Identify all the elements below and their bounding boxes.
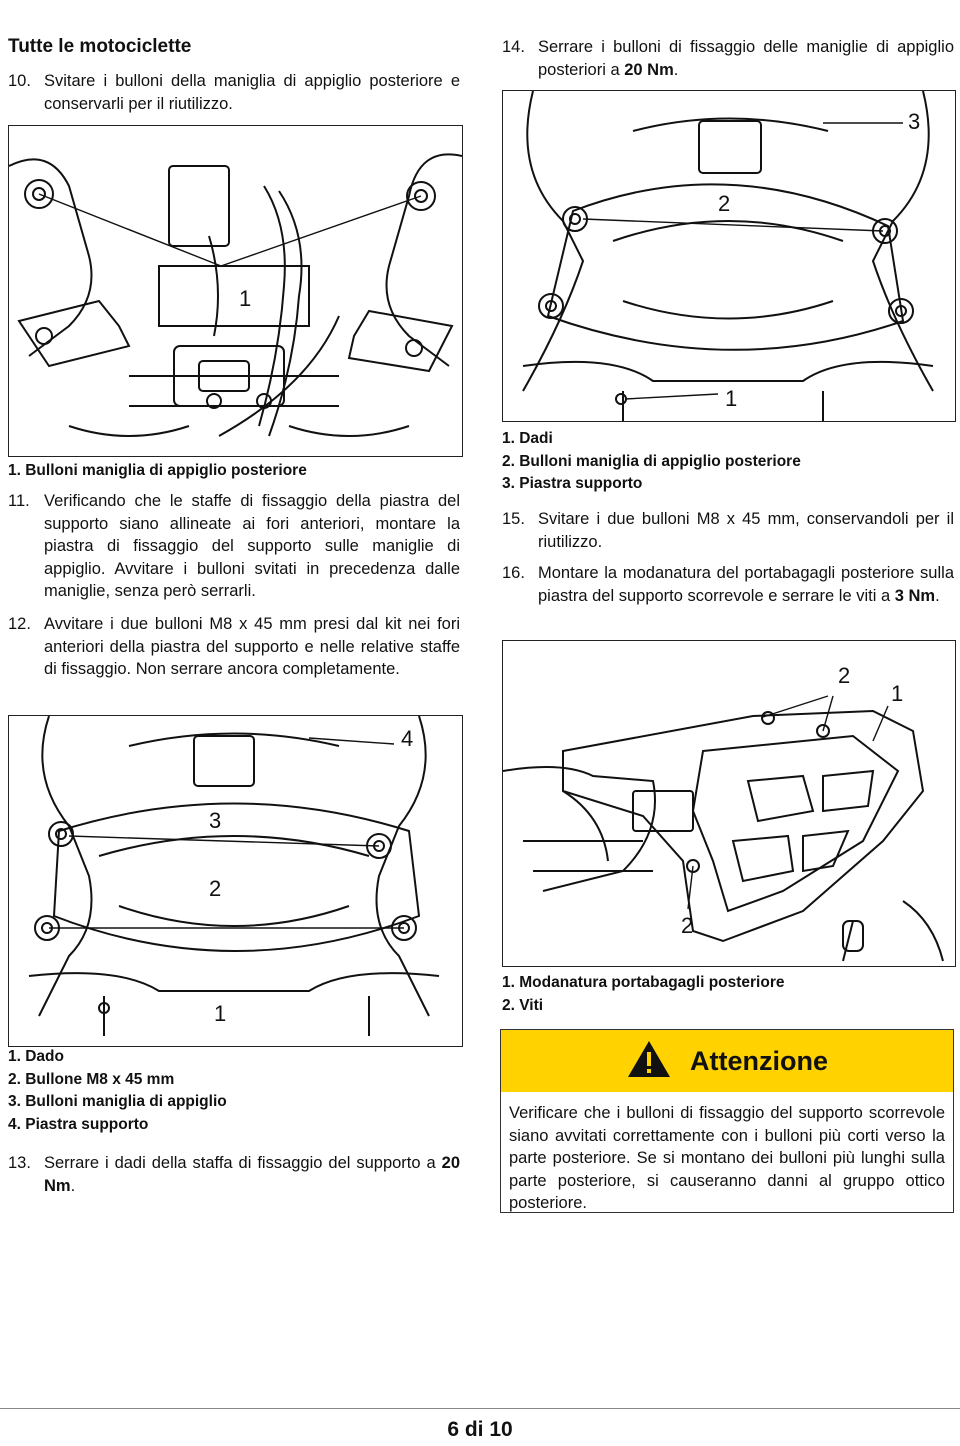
figure-grab-handle-bolts: 1 <box>8 125 463 457</box>
callout-1: 1 <box>239 286 251 311</box>
callout-1: 1 <box>214 1001 226 1026</box>
callout-2: 2 <box>838 663 850 688</box>
caption-line: 2. Viti <box>502 996 544 1014</box>
step-text: Svitare i bulloni della maniglia di appi… <box>44 72 460 113</box>
fig1-caption-1: 1. Bulloni maniglia di appiglio posterio… <box>8 462 307 479</box>
warning-box: Attenzione Verificare che i bulloni di f… <box>500 1029 954 1213</box>
figure-grab-handle-tightening: 3 2 1 <box>502 90 956 422</box>
caption-line: 1. Dadi <box>502 430 553 447</box>
figure-luggage-rack-trim: 2 1 2 <box>502 640 956 967</box>
fig4-captions: 1. Modanatura portabagagli posteriore 2.… <box>502 972 785 1017</box>
step-number: 13. <box>8 1154 31 1172</box>
step-text: Verificando che le staffe di fissaggio d… <box>44 492 460 600</box>
support-plate-illustration: 4 3 2 1 <box>28 716 440 1036</box>
fig3-captions: 1. Dado 2. Bullone M8 x 45 mm 3. Bulloni… <box>8 1046 227 1136</box>
caption-line: 4. Piastra supporto <box>8 1115 149 1133</box>
caption-line: 2. Bulloni maniglia di appiglio posterio… <box>502 452 801 470</box>
step-12: 12. Avvitare i due bulloni M8 x 45 mm pr… <box>8 613 460 681</box>
step-13: 13. Serrare i dadi della staffa di fissa… <box>8 1152 460 1197</box>
caption-line: 1. Dado <box>8 1048 64 1065</box>
motorcycle-frame-illustration: 1 <box>9 153 462 437</box>
warning-header: Attenzione <box>501 1030 953 1092</box>
page-number: 6 di 10 <box>447 1418 513 1441</box>
callout-4: 4 <box>401 726 413 751</box>
torque-value: 20 Nm <box>44 1154 460 1195</box>
step-text: Serrare i dadi della staffa di fissaggio… <box>44 1154 460 1195</box>
callout-1: 1 <box>725 386 737 411</box>
figure-support-plate: 4 3 2 1 <box>8 715 463 1047</box>
step-number: 12. <box>8 615 31 633</box>
step-10: 10. Svitare i bulloni della maniglia di … <box>8 70 460 115</box>
step-number: 15. <box>502 510 525 528</box>
step-16: 16. Montare la modanatura del portabagag… <box>502 562 954 607</box>
step-text: Avvitare i due bulloni M8 x 45 mm presi … <box>44 615 460 678</box>
step-14: 14. Serrare i bulloni di fissaggio delle… <box>502 36 954 81</box>
step-text: Serrare i bulloni di fissaggio delle man… <box>538 38 954 79</box>
footer-divider <box>0 1408 960 1409</box>
torque-value: 20 Nm <box>624 60 674 79</box>
warning-text: Verificare che i bulloni di fissaggio de… <box>509 1104 945 1212</box>
fig2-captions: 1. Dadi 2. Bulloni maniglia di appiglio … <box>502 428 801 496</box>
step-number: 10. <box>8 72 31 90</box>
callout-2: 2 <box>209 876 221 901</box>
caption-line: 1. Modanatura portabagagli posteriore <box>502 974 785 991</box>
luggage-rack-illustration: 2 1 2 <box>503 663 944 962</box>
step-number: 16. <box>502 564 525 582</box>
step-text: Svitare i due bulloni M8 x 45 mm, conser… <box>538 510 954 551</box>
warning-triangle-icon <box>626 1039 672 1084</box>
callout-3: 3 <box>209 808 221 833</box>
callout-1: 1 <box>891 681 903 706</box>
callout-2: 2 <box>718 191 730 216</box>
step-11: 11. Verificando che le staffe di fissagg… <box>8 490 460 603</box>
callout-3: 3 <box>908 109 920 134</box>
torque-value: 3 Nm <box>894 586 936 605</box>
caption-line: 3. Piastra supporto <box>502 475 643 492</box>
callout-2: 2 <box>681 913 693 938</box>
section-title: Tutte le motociclette <box>8 36 192 57</box>
step-15: 15. Svitare i due bulloni M8 x 45 mm, co… <box>502 508 954 553</box>
grab-handle-illustration: 3 2 1 <box>522 91 934 421</box>
step-number: 11. <box>8 492 30 510</box>
warning-title: Attenzione <box>690 1045 828 1076</box>
caption-line: 2. Bullone M8 x 45 mm <box>8 1070 175 1088</box>
step-text: Montare la modanatura del portabagagli p… <box>538 564 954 605</box>
step-number: 14. <box>502 38 525 56</box>
caption-line: 3. Bulloni maniglia di appiglio <box>8 1093 227 1110</box>
